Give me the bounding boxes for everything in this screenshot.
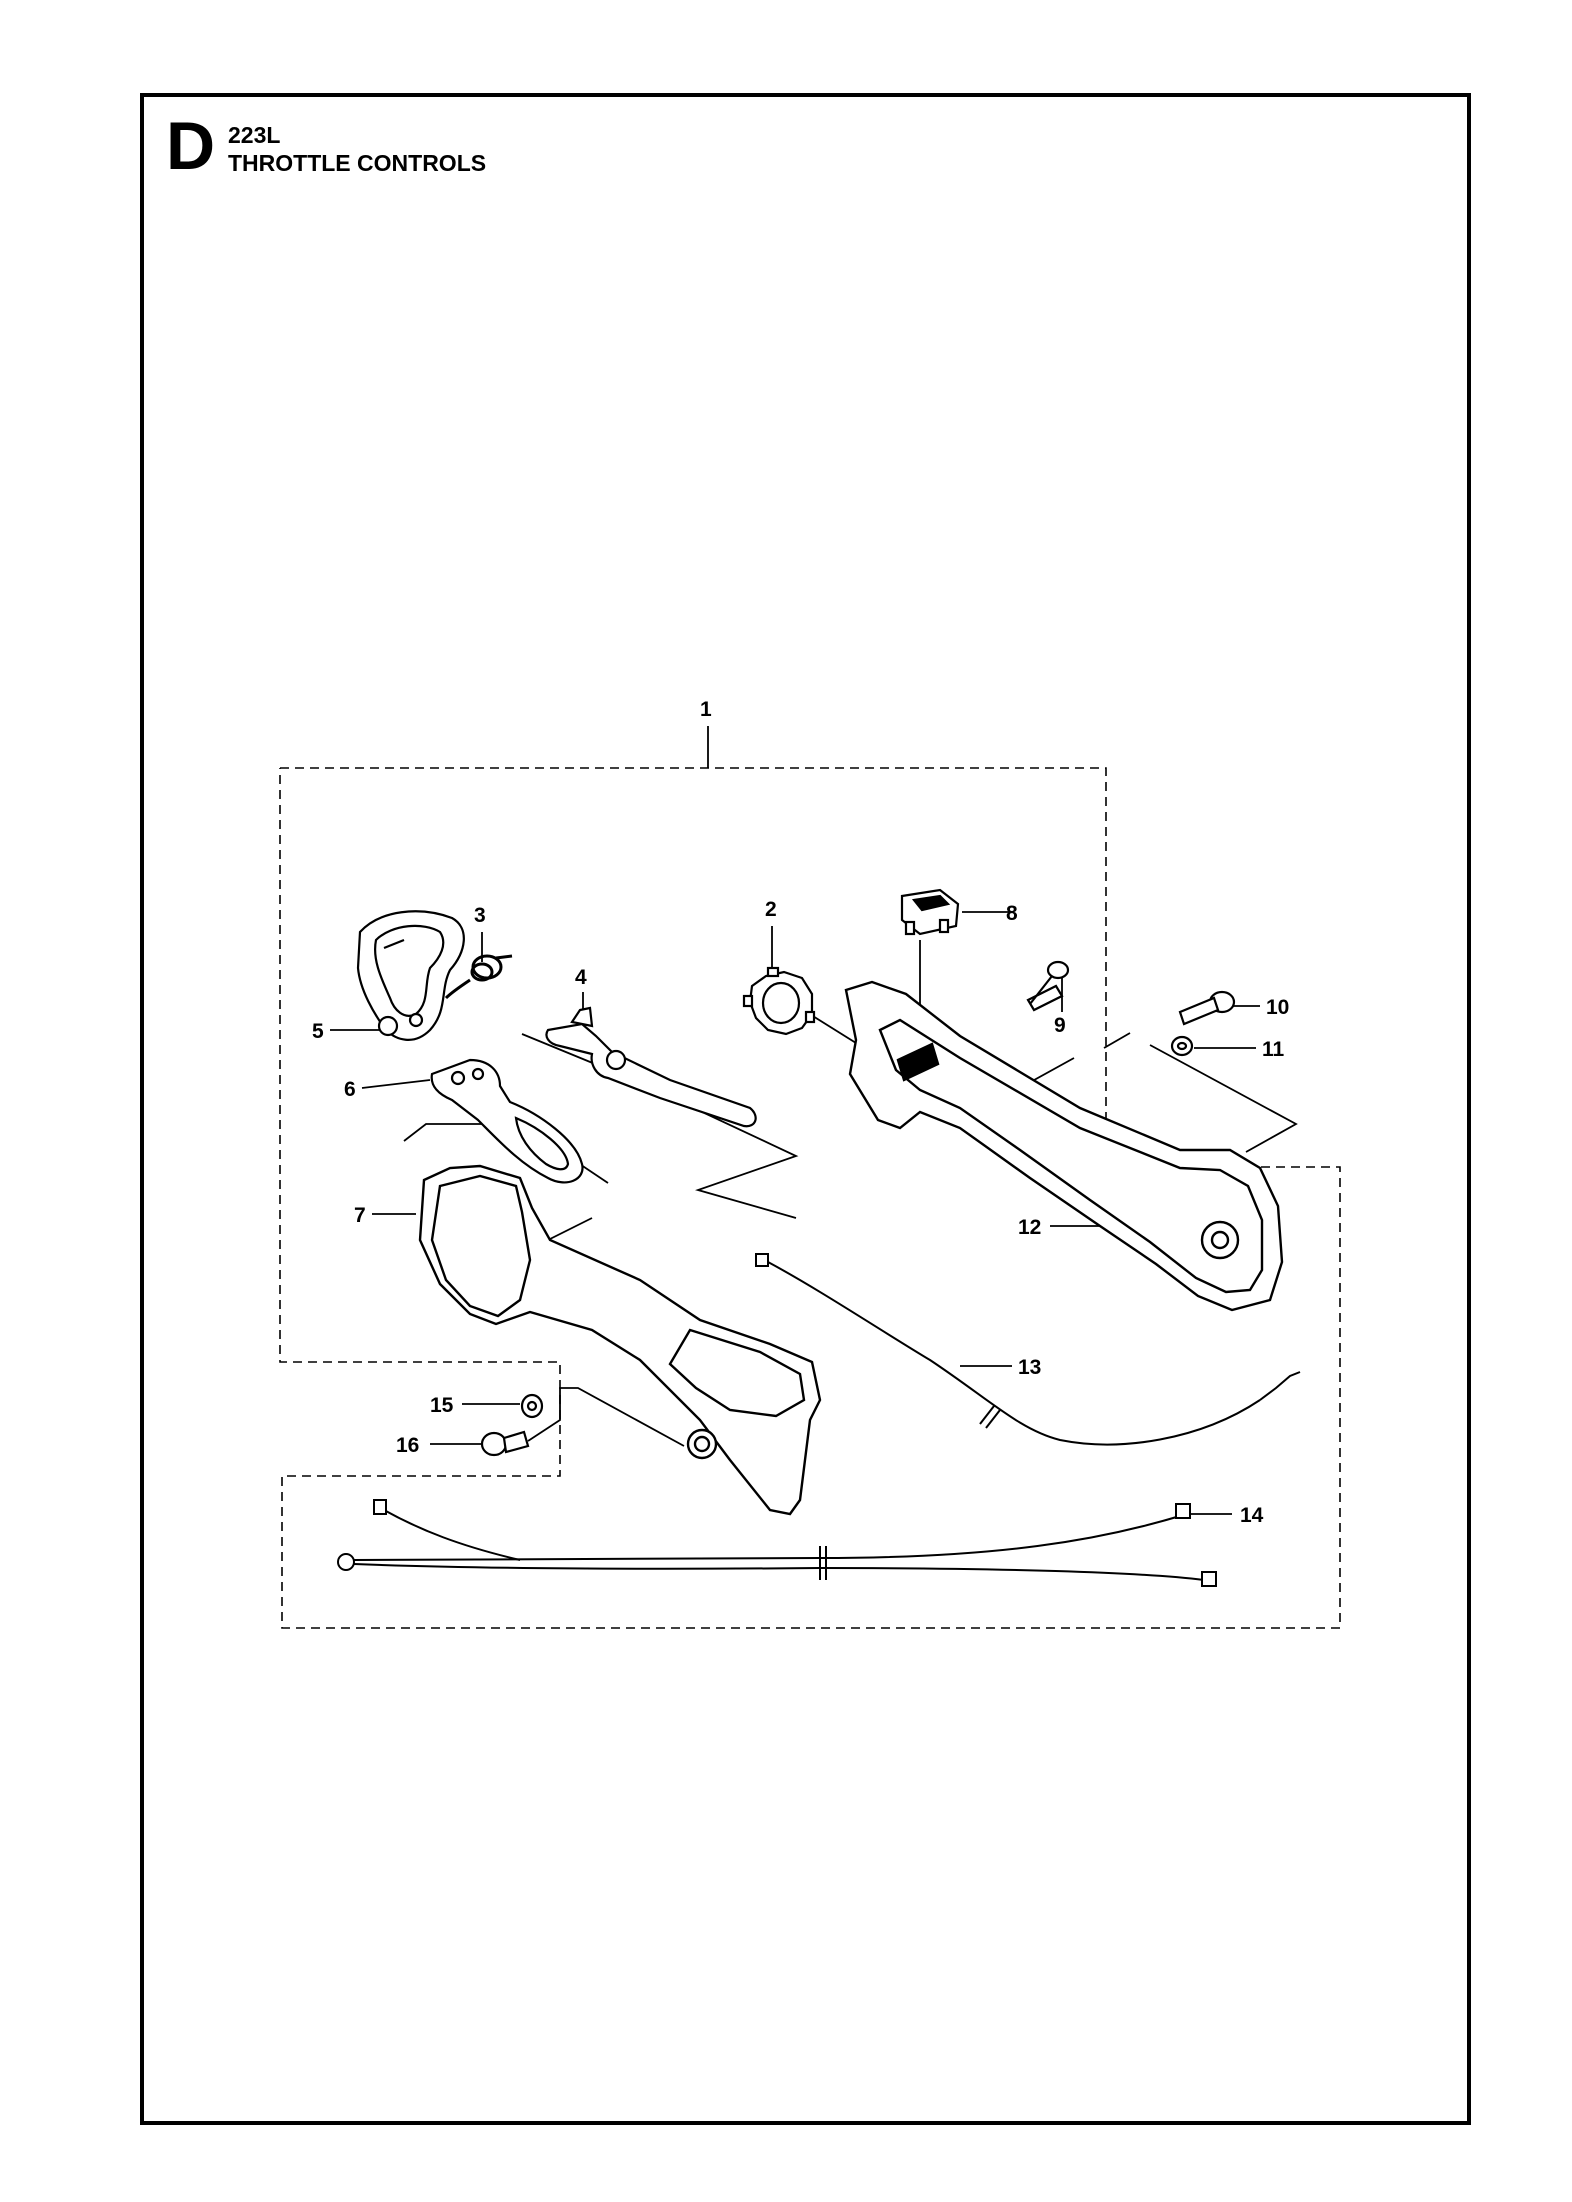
part-11-washer [1170, 1035, 1194, 1057]
callout-10: 10 [1266, 996, 1289, 1019]
callout-8: 8 [1006, 902, 1018, 925]
callout-6: 6 [344, 1078, 356, 1101]
page-frame [140, 93, 1471, 2125]
part-13-throttle-cable [755, 1253, 1301, 1446]
callout-16: 16 [396, 1434, 419, 1457]
part-12-handle-half [844, 980, 1284, 1312]
callout-labels: 1 2 3 4 5 6 7 8 9 10 11 12 13 14 15 16 [312, 698, 1289, 1527]
part-10-bolt [1178, 990, 1236, 1026]
page-title: THROTTLE CONTROLS [228, 150, 487, 176]
callout-9: 9 [1054, 1014, 1066, 1037]
callout-5: 5 [312, 1020, 324, 1043]
part-5-housing [356, 910, 465, 1041]
part-4-lock-lever [545, 1006, 757, 1128]
callout-14: 14 [1240, 1504, 1264, 1527]
section-letter: D [166, 108, 216, 184]
callout-2: 2 [765, 898, 777, 921]
kit-boundary [279, 767, 1341, 1629]
part-9-screw [1026, 960, 1070, 1012]
part-6-trigger [430, 1058, 584, 1184]
part-15-washer [520, 1393, 544, 1419]
callout-13: 13 [1018, 1356, 1041, 1379]
part-16-screw [480, 1430, 530, 1457]
callout-7: 7 [354, 1204, 366, 1227]
model-number: 223L [228, 122, 281, 148]
callout-4: 4 [575, 966, 587, 989]
callout-12: 12 [1018, 1216, 1041, 1239]
callout-15: 15 [430, 1394, 454, 1417]
part-2-lock-ring [742, 966, 816, 1036]
part-8-stop-switch [900, 888, 960, 936]
callout-3: 3 [474, 904, 486, 927]
part-14-cable-harness [337, 1499, 1217, 1587]
callout-1: 1 [700, 698, 712, 721]
callout-11: 11 [1262, 1038, 1285, 1061]
part-7-handle-half [418, 1164, 822, 1516]
part-3-spring [444, 954, 513, 1000]
